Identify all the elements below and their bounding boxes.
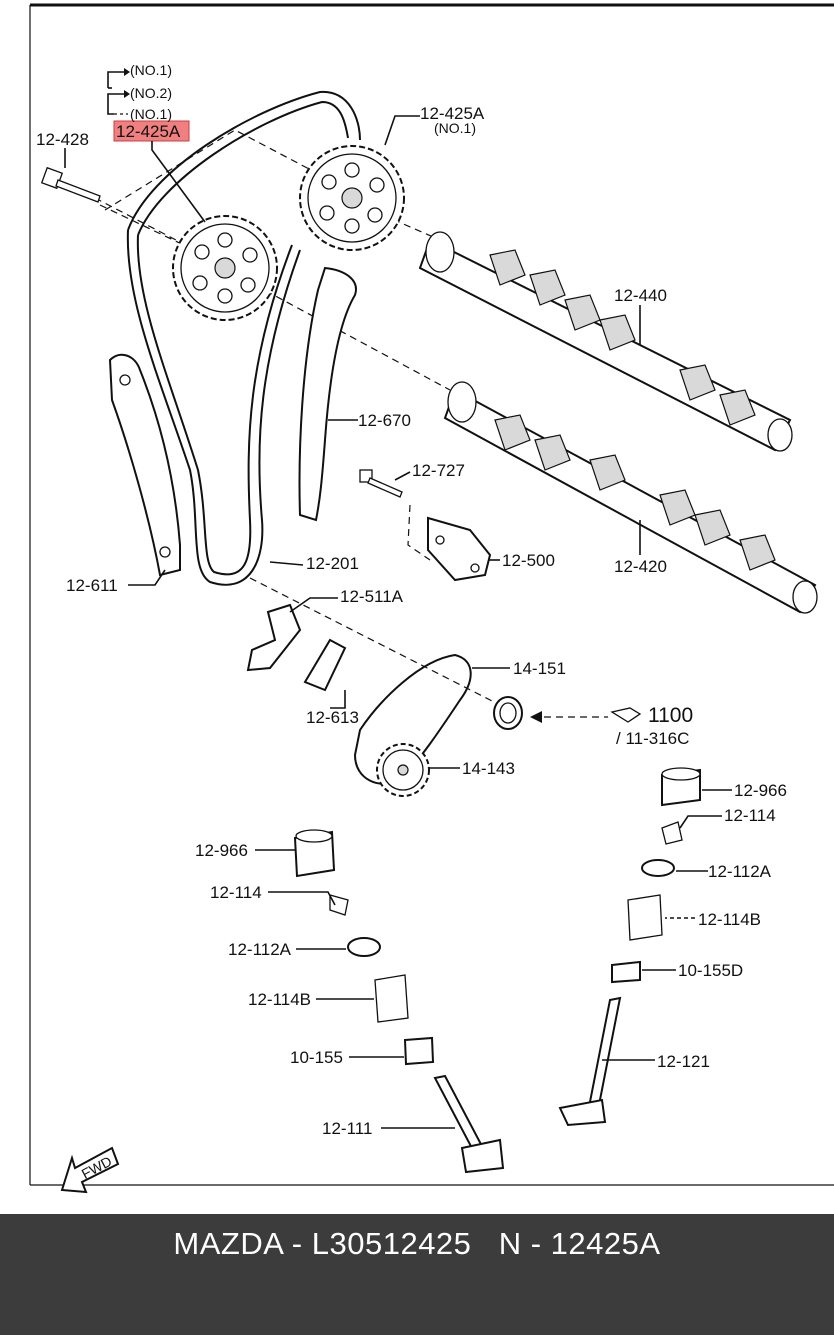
exploded-view-drawing: FWD (NO.1) (NO.2) (NO.1) 12-428 12-425A … [29, 3, 834, 1194]
label-12-440: 12-440 [614, 286, 667, 305]
label-12-966-left: 12-966 [195, 841, 248, 860]
label-10-155: 10-155 [290, 1048, 343, 1067]
label-12-670: 12-670 [358, 411, 411, 430]
label-12-511a: 12-511A [340, 587, 404, 606]
label-12-114-right: 12-114 [724, 806, 776, 825]
bolt-12-727 [359, 469, 403, 498]
part-12-511A [246, 603, 302, 672]
valve-train-left [293, 829, 505, 1174]
tensioner-12-500 [427, 516, 492, 582]
sprocket-right [299, 145, 405, 251]
sprocket-left [172, 215, 278, 321]
label-12-114-left: 12-114 [210, 883, 262, 902]
label-12-425a-right-sub: (NO.1) [434, 120, 476, 136]
timing-chain-inner [136, 100, 349, 576]
chain-guide-12-670 [298, 266, 357, 522]
bolt-12-428 [40, 166, 101, 203]
part-number-text: MAZDA - L30512425 N - 12425A [173, 1226, 661, 1261]
valve-train-right [558, 767, 701, 1127]
camshaft-12-420 [443, 381, 818, 614]
label-12-428: 12-428 [36, 130, 89, 149]
leader-lines [64, 115, 732, 1129]
label-12-201: 12-201 [306, 554, 359, 573]
variant-brackets [107, 68, 130, 115]
label-12-425a-highlighted: 12-425A [116, 122, 181, 141]
label-12-114b-right: 12-114B [698, 910, 761, 929]
label-12-111: 12-111 [322, 1119, 372, 1138]
label-10-155d: 10-155D [678, 961, 743, 980]
label-14-143: 14-143 [462, 759, 515, 778]
parts-diagram: FWD (NO.1) (NO.2) (NO.1) 12-428 12-425A … [29, 3, 834, 1194]
label-12-420: 12-420 [614, 557, 667, 576]
label-12-611: 12-611 [66, 576, 118, 595]
label-12-114b-left: 12-114B [248, 990, 311, 1009]
label-12-500: 12-500 [502, 551, 555, 570]
part-12-613 [303, 638, 347, 692]
label-12-613: 12-613 [306, 708, 359, 727]
label-11-316c: / 11-316C [616, 729, 689, 748]
label-12-966-right: 12-966 [734, 781, 787, 800]
label-no1-b: (NO.1) [130, 106, 172, 122]
sealant-tube [610, 707, 642, 723]
oil-pump-sprocket-14-143 [376, 743, 430, 797]
label-12-727: 12-727 [412, 461, 465, 480]
timing-chain [126, 90, 361, 586]
label-no1-a: (NO.1) [130, 62, 172, 78]
label-12-112a-left: 12-112A [228, 940, 292, 959]
label-14-151: 14-151 [513, 659, 566, 678]
camshaft-12-440 [418, 231, 793, 452]
label-12-121: 12-121 [657, 1052, 710, 1071]
part-number-footer: MAZDA - L30512425 N - 12425A [0, 1214, 834, 1335]
tensioner-arm-12-611 [108, 353, 181, 577]
label-1100: 1100 [648, 704, 693, 727]
oil-seal [493, 696, 523, 730]
arrow-to-seal [530, 711, 542, 723]
label-no2: (NO.2) [130, 85, 172, 101]
label-12-112a-right: 12-112A [708, 862, 772, 881]
label-12-425a-right: 12-425A [420, 104, 485, 123]
